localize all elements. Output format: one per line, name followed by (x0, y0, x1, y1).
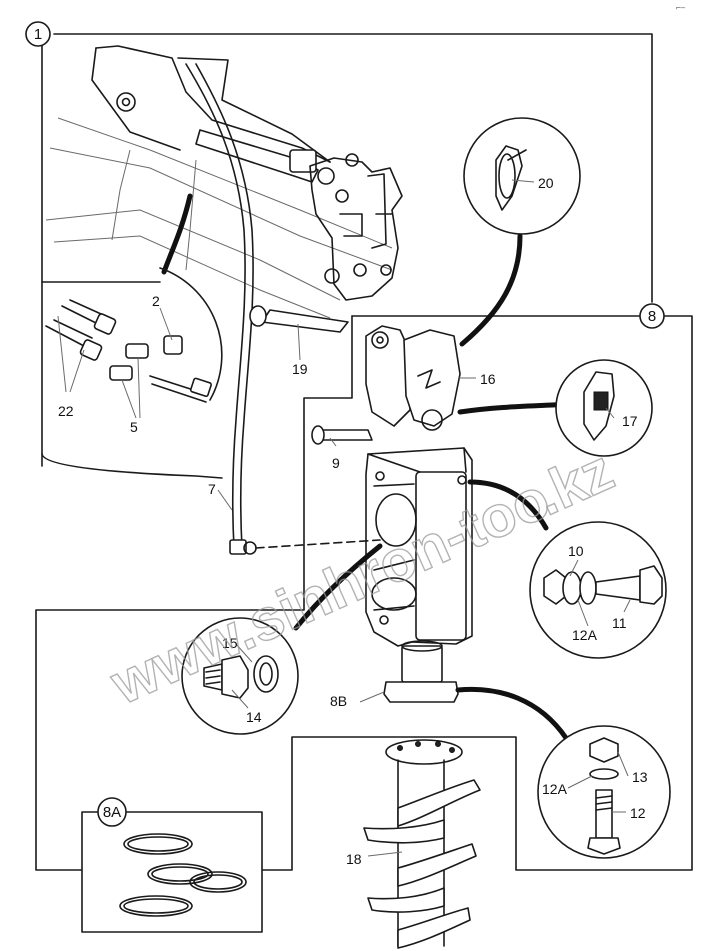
detail-circle-11 (529, 521, 667, 659)
part-label-12: 12 (630, 805, 646, 821)
part-label-7: 7 (208, 481, 216, 497)
part-label-18: 18 (346, 851, 362, 867)
part-labels: 2 5 7 9 10 11 12 12A 12A 13 14 15 16 17 … (58, 175, 648, 867)
part-label-9: 9 (332, 455, 340, 471)
part-label-8b: 8B (330, 693, 347, 709)
callout-1-label: 1 (34, 26, 42, 43)
part-label-16: 16 (480, 371, 496, 387)
loader-arm (45, 45, 403, 319)
part-label-2: 2 (152, 293, 160, 309)
detail-circle-12 (537, 725, 671, 859)
hydraulic-hose (185, 63, 257, 555)
leader-lines (57, 179, 631, 857)
part-label-5: 5 (130, 419, 138, 435)
fittings-detail (45, 193, 223, 403)
output-shaft (383, 640, 569, 741)
pin-19 (249, 305, 349, 333)
callout-8a: 8A (97, 797, 127, 827)
boundary-lines (35, 33, 693, 871)
part-label-19: 19 (292, 361, 308, 377)
part-label-12a-bottom: 12A (542, 781, 568, 797)
part-label-12a-top: 12A (572, 627, 598, 643)
detail-circle-17 (555, 359, 653, 457)
detail-circle-20 (459, 117, 581, 347)
part-label-13: 13 (632, 769, 648, 785)
part-label-22: 22 (58, 403, 74, 419)
part-label-17: 17 (622, 413, 638, 429)
mount-bracket (365, 325, 575, 431)
callout-8-label: 8 (648, 308, 656, 325)
callout-8a-label: 8A (103, 804, 121, 821)
part-label-20: 20 (538, 175, 554, 191)
part-label-11: 11 (612, 615, 627, 631)
corner-mark: ⌐– (676, 3, 686, 12)
part-label-15: 15 (222, 635, 238, 651)
callout-8: 8 (639, 303, 665, 329)
rings-box-8a (81, 811, 263, 933)
pin-9 (311, 425, 373, 445)
watermark-text: www.sinhron-too (101, 466, 559, 718)
auger-flight (363, 739, 481, 949)
part-label-10: 10 (568, 543, 584, 559)
part-label-14: 14 (246, 709, 262, 725)
callout-1: 1 (25, 21, 51, 47)
detail-circle-14 (181, 617, 299, 735)
